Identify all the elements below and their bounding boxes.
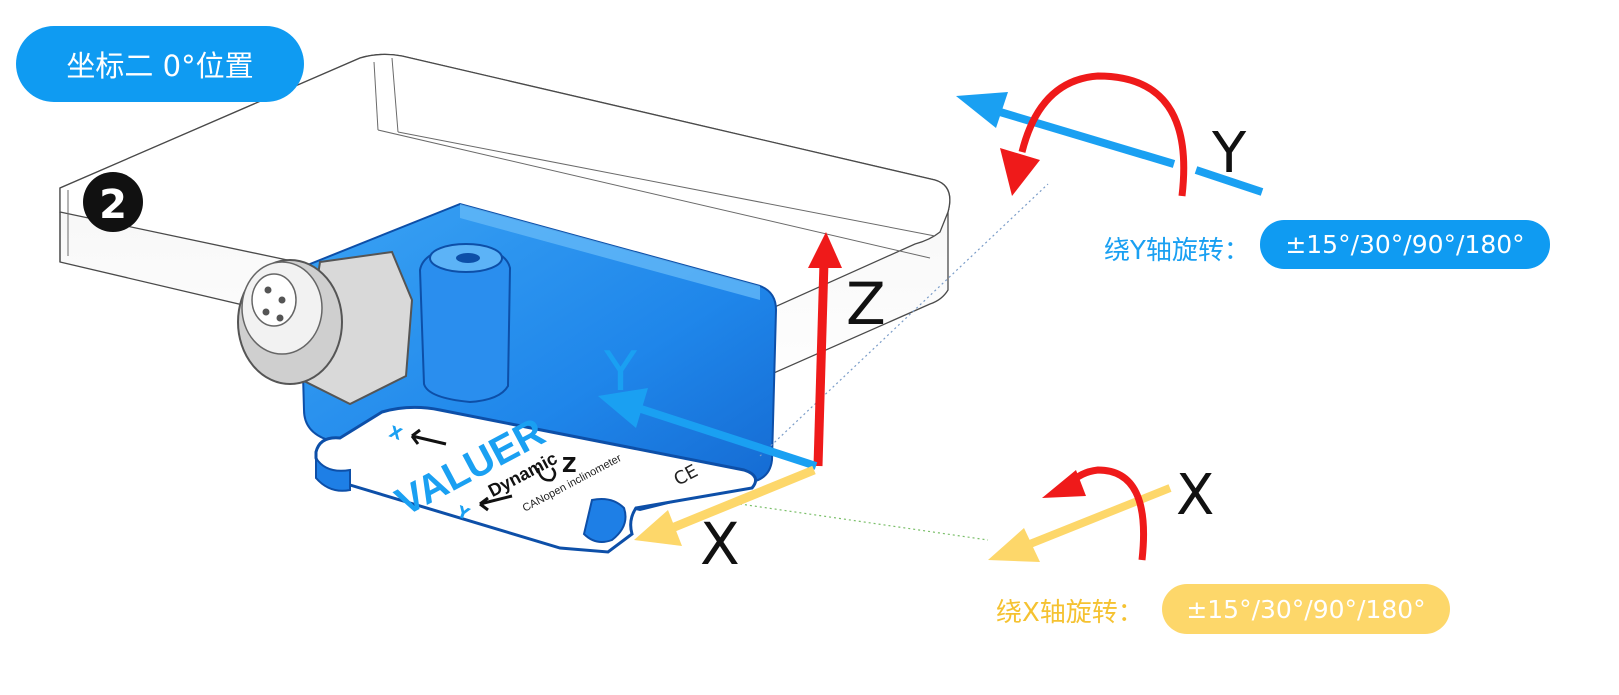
- axis-z-label: Z: [846, 270, 886, 338]
- rotation-arrow-x-icon: [1067, 466, 1148, 561]
- circled-number-two-icon: 2: [83, 172, 143, 232]
- connector: [237, 250, 414, 406]
- rotation-x-range-badge: ±15°/30°/90°/180°: [1162, 584, 1450, 634]
- marker-number: 2: [99, 182, 127, 228]
- rotation-x-indicator: X: [988, 463, 1214, 562]
- sensor-body: [237, 202, 778, 554]
- rotation-y-indicator: Y: [956, 72, 1264, 197]
- x-guide-line: [739, 503, 989, 541]
- rotation-x-label: 绕X轴旋转：: [996, 598, 1144, 628]
- axis-x: [634, 465, 816, 546]
- page-title: 坐标二 0°位置: [16, 26, 304, 102]
- rotation-arrow-y-icon: [1018, 72, 1188, 197]
- sensor-z-mark: Z: [562, 453, 577, 477]
- axis-y-label: Y: [603, 340, 638, 403]
- axis-y: [598, 388, 818, 470]
- rotation-x-axis-letter: X: [1176, 463, 1214, 528]
- axis-z: [808, 232, 842, 467]
- sensor-rotation-icon: [536, 467, 557, 482]
- sensor-y-arrow-icon: [479, 494, 513, 512]
- sensor-x-arrow-icon: [410, 428, 447, 446]
- axis-x-label: X: [700, 510, 740, 578]
- y-guide-line: [759, 183, 1049, 457]
- rotation-y-range-badge: ±15°/30°/90°/180°: [1260, 220, 1550, 269]
- rotation-y-label: 绕Y轴旋转：: [1104, 236, 1250, 266]
- rotation-y-axis-letter: Y: [1211, 121, 1247, 186]
